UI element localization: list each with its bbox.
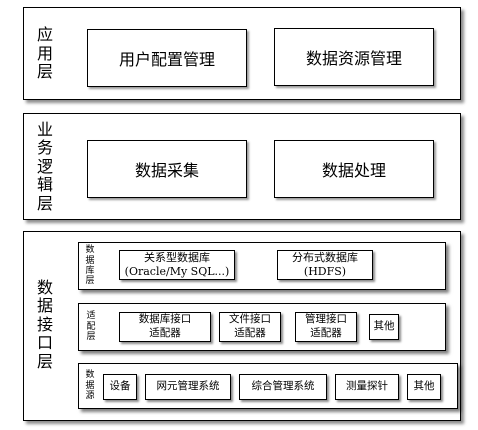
data-source-sublayer: 数据源 设备 网元管理系统 综合管理系统 测量探针 其他 bbox=[78, 363, 458, 409]
database-interface-adapter-line2: 适配器 bbox=[149, 327, 181, 339]
database-interface-adapter-box: 数据库接口 适配器 bbox=[119, 312, 211, 342]
data-interface-layer: 数据接口层 数据库层 关系型数据库 (Oracle/My SQL...) 分布式… bbox=[23, 231, 461, 421]
measurement-probe-box: 测量探针 bbox=[335, 374, 399, 400]
database-interface-adapter-line1: 数据库接口 bbox=[138, 313, 192, 326]
data-processing-box: 数据处理 bbox=[274, 140, 434, 198]
relational-database-box: 关系型数据库 (Oracle/My SQL...) bbox=[119, 250, 235, 280]
application-layer-label: 应用层 bbox=[36, 25, 53, 82]
user-config-management-box: 用户配置管理 bbox=[87, 29, 247, 87]
application-layer: 应用层 用户配置管理 数据资源管理 bbox=[23, 7, 461, 100]
data-collection-box: 数据采集 bbox=[87, 140, 247, 198]
file-interface-adapter-line1: 文件接口 bbox=[229, 313, 271, 326]
adapter-sublayer: 适配层 数据库接口 适配器 文件接口 适配器 管理接口 适配器 其他 bbox=[78, 303, 446, 351]
adapter-sublayer-label: 适配层 bbox=[86, 311, 96, 343]
distributed-database-box: 分布式数据库 (HDFS) bbox=[277, 250, 373, 280]
management-interface-adapter-box: 管理接口 适配器 bbox=[295, 312, 357, 342]
management-interface-adapter-line1: 管理接口 bbox=[305, 313, 347, 326]
file-interface-adapter-line2: 适配器 bbox=[234, 327, 266, 339]
other-adapter-box: 其他 bbox=[369, 314, 399, 340]
other-source-box: 其他 bbox=[407, 374, 441, 400]
distributed-database-title: 分布式数据库 bbox=[292, 250, 358, 264]
relational-database-subtitle: (Oracle/My SQL...) bbox=[124, 265, 230, 278]
network-element-management-box: 网元管理系统 bbox=[145, 374, 231, 400]
relational-database-title: 关系型数据库 bbox=[144, 250, 210, 264]
device-box: 设备 bbox=[103, 374, 137, 400]
data-interface-layer-label: 数据接口层 bbox=[36, 278, 53, 371]
file-interface-adapter-box: 文件接口 适配器 bbox=[219, 312, 281, 342]
database-sublayer-label: 数据库层 bbox=[85, 245, 95, 287]
business-logic-layer: 业务逻辑层 数据采集 数据处理 bbox=[23, 113, 461, 220]
integrated-management-box: 综合管理系统 bbox=[239, 374, 327, 400]
database-sublayer: 数据库层 关系型数据库 (Oracle/My SQL...) 分布式数据库 (H… bbox=[78, 242, 446, 290]
management-interface-adapter-line2: 适配器 bbox=[310, 327, 342, 339]
data-source-sublayer-label: 数据源 bbox=[85, 370, 95, 402]
distributed-database-subtitle: (HDFS) bbox=[303, 265, 347, 278]
business-logic-layer-label: 业务逻辑层 bbox=[36, 120, 53, 213]
data-resource-management-box: 数据资源管理 bbox=[274, 28, 434, 86]
